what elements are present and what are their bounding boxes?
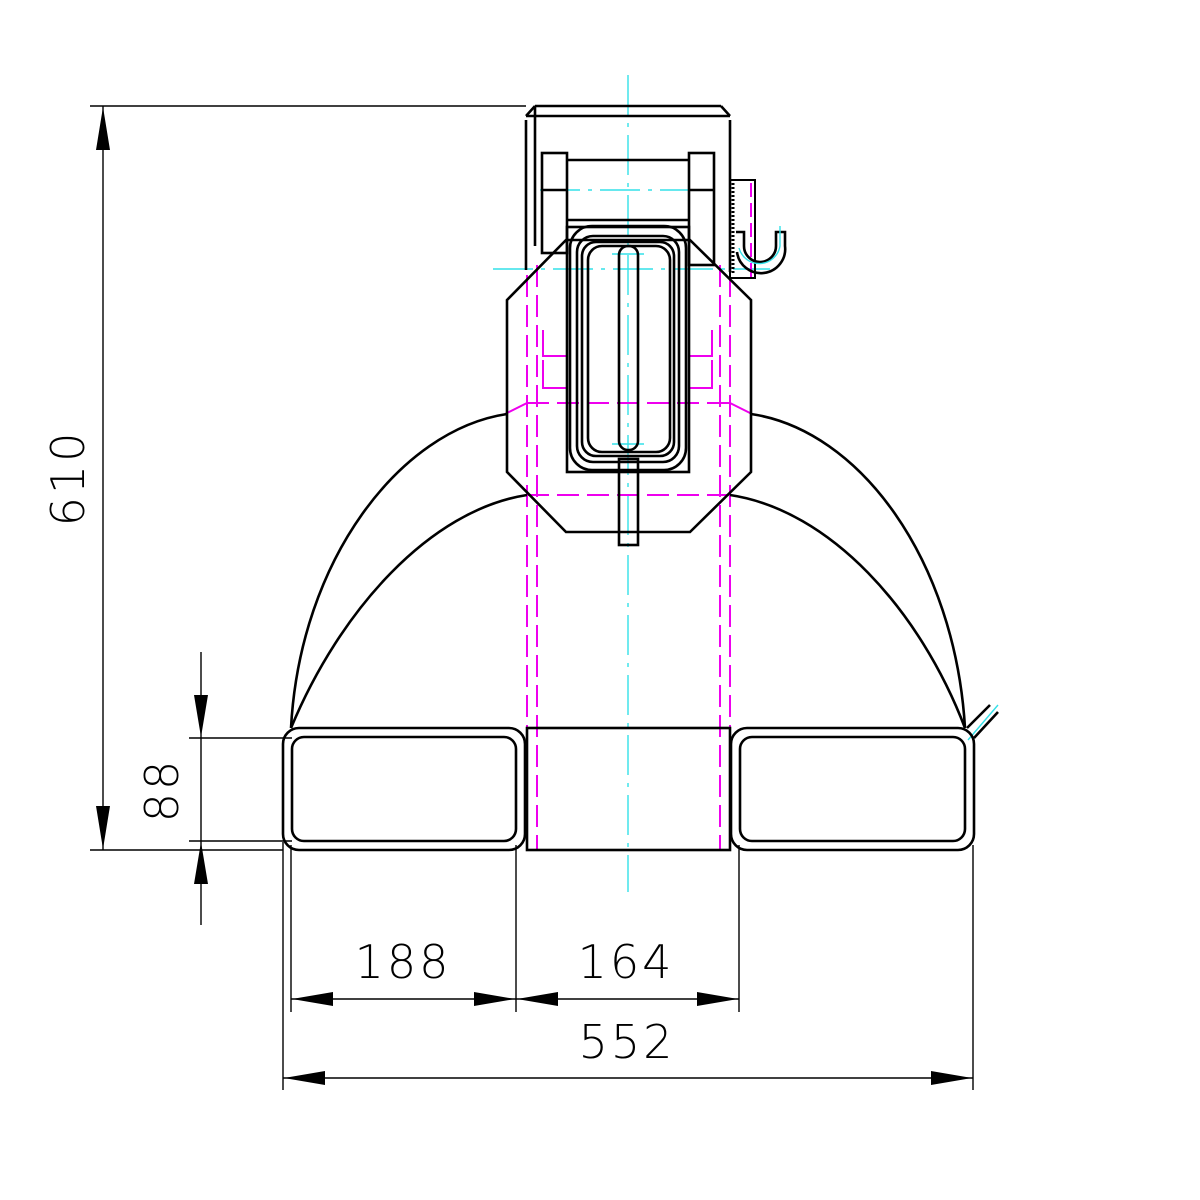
dimension-left-pocket-width: 188	[291, 935, 516, 1006]
dimension-pocket-height: 88	[135, 652, 292, 925]
right-fork-pocket	[729, 726, 976, 852]
dimension-overall-width: 552	[283, 1015, 973, 1085]
center-gap-width-label: 164	[578, 935, 675, 989]
dimension-overall-height: 610	[41, 105, 526, 851]
pocket-height-label: 88	[135, 758, 189, 823]
left-pocket-width-label: 188	[355, 935, 452, 989]
arched-bow	[289, 412, 999, 741]
handle-loop	[568, 224, 688, 547]
left-fork-pocket	[281, 726, 527, 852]
overall-height-label: 610	[41, 430, 95, 527]
dimension-extension-lines	[282, 842, 974, 1090]
dimension-center-gap-width: 164	[516, 935, 739, 1006]
overall-width-label: 552	[579, 1015, 676, 1069]
side-hook	[729, 179, 787, 279]
hidden-lines	[504, 183, 753, 850]
